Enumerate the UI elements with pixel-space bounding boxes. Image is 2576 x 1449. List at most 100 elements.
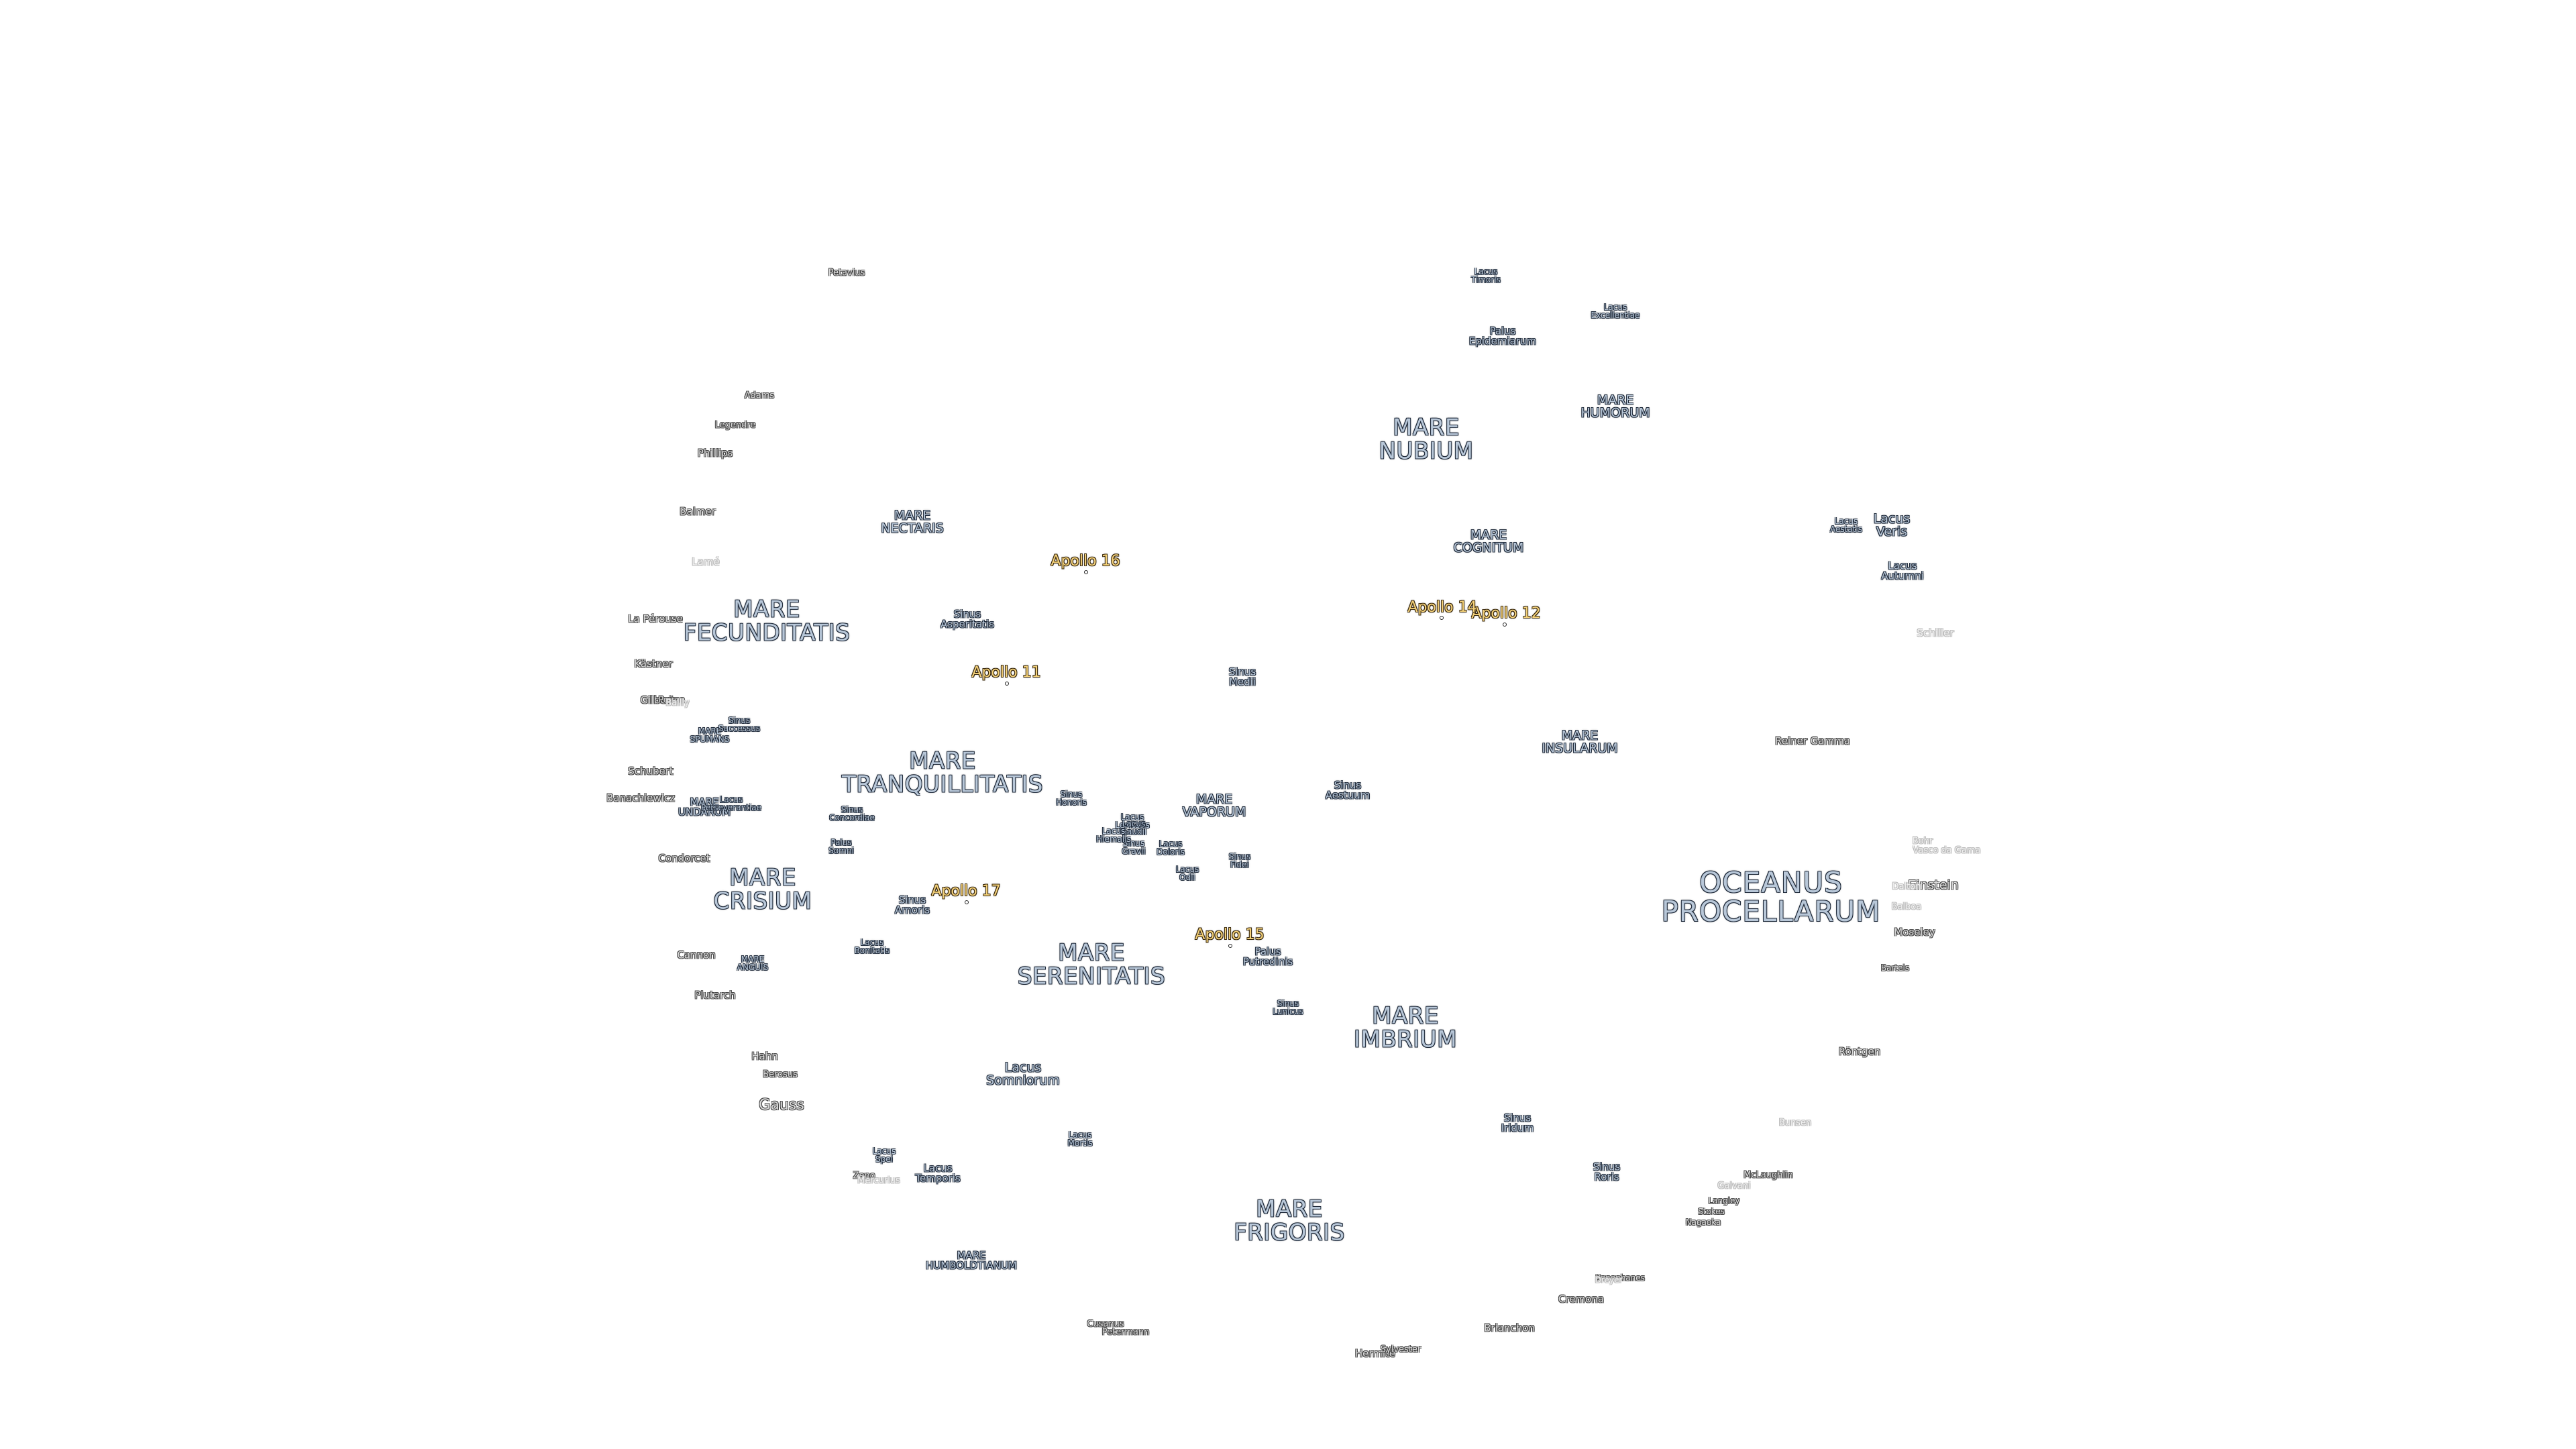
label-lacus-autumni: Lacus Autumni bbox=[1881, 559, 1924, 582]
label-mare-humorum: MARE HUMORUM bbox=[1580, 392, 1650, 421]
label-crater-bartels: Bartels bbox=[1880, 963, 1910, 973]
label-crater-moseley: Moseley bbox=[1894, 926, 1935, 938]
label-lacus-mortis: Lacus Mortis bbox=[1067, 1130, 1093, 1148]
label-sinus-amoris: Sinus Amoris bbox=[894, 894, 930, 916]
label-lacus-perseverantiae: Lacus Perseverantiae bbox=[701, 794, 761, 812]
label-crater-adams: Adams bbox=[744, 390, 775, 401]
label-lacus-somniorum: Lacus Somniorum bbox=[986, 1060, 1060, 1088]
label-sinus-iridum: Sinus Iridum bbox=[1501, 1112, 1534, 1134]
label-crater-gilbert: Gilbert bbox=[640, 694, 675, 706]
apollo-12-site-marker[interactable] bbox=[1503, 623, 1507, 627]
label-lacus-spei: Lacus Spei bbox=[872, 1146, 896, 1164]
label-crater-dreyer: Dreyer bbox=[1595, 1275, 1623, 1285]
label-sinus-asperitatis: Sinus Asperitatis bbox=[940, 608, 995, 631]
label-sinus-honoris: Sinus Honoris bbox=[1056, 789, 1087, 807]
label-mare-crisium: MARE CRISIUM bbox=[713, 864, 812, 914]
label-sinus-gravii: Sinus Gravii bbox=[1122, 838, 1146, 856]
label-crater-balboa: Balboa bbox=[1891, 902, 1922, 912]
label-crater-phillips: Phillips bbox=[697, 447, 733, 460]
label-crater-sylvester: Sylvester bbox=[1380, 1344, 1421, 1355]
label-sinus-successus: Sinus Successus bbox=[718, 715, 761, 733]
label-crater-mclaughlin: McLaughlin bbox=[1743, 1170, 1793, 1181]
label-mare-humboldtianum: MARE HUMBOLDTIANUM bbox=[926, 1249, 1017, 1272]
label-mare-fecunditatis: MARE FECUNDITATIS bbox=[683, 596, 851, 646]
label-apollo-12[interactable]: Apollo 12 bbox=[1471, 604, 1541, 622]
label-crater-mercurius: Mercurius bbox=[857, 1175, 900, 1186]
label-crater-rontgen: Röntgen bbox=[1838, 1045, 1881, 1058]
label-apollo-11[interactable]: Apollo 11 bbox=[971, 663, 1041, 681]
label-crater-schiller: Schiller bbox=[1917, 627, 1954, 639]
label-crater-balmer: Balmer bbox=[680, 505, 716, 518]
label-crater-nagaoka: Nagaoka bbox=[1685, 1217, 1721, 1227]
label-crater-gauss: Gauss bbox=[759, 1096, 804, 1114]
label-mare-tranquillitatis: MARE TRANQUILLITATIS bbox=[842, 747, 1043, 798]
label-crater-langley: Langley bbox=[1708, 1195, 1740, 1205]
label-mare-undarum: MARE UNDARUM bbox=[678, 796, 731, 818]
label-lacus-timoris: Lacus Timoris bbox=[1471, 266, 1501, 284]
label-crater-stokes: Stokes bbox=[1698, 1206, 1725, 1216]
label-lacus-temporis: Lacus Temporis bbox=[915, 1162, 961, 1185]
label-mare-frigoris: MARE FRIGORIS bbox=[1234, 1195, 1345, 1246]
label-mare-imbrium: MARE IMBRIUM bbox=[1353, 1002, 1458, 1053]
label-lacus-veris: Lacus Veris bbox=[1873, 511, 1911, 539]
label-sinus-concordiae: Sinus Concordiae bbox=[829, 804, 875, 822]
label-lacus-bonitatis: Lacus Bonitatis bbox=[854, 937, 890, 955]
label-crater-cannon: Cannon bbox=[677, 949, 716, 961]
label-crater-petermann: Petermann bbox=[1102, 1327, 1150, 1338]
label-mare-vaporum: MARE VAPORUM bbox=[1182, 792, 1246, 820]
label-lacus-hiemalis: Lacus Hiemalis bbox=[1096, 826, 1131, 844]
apollo-14-site-marker[interactable] bbox=[1440, 616, 1444, 620]
label-crater-berosus: Berosus bbox=[763, 1069, 798, 1080]
label-mare-nectaris: MARE NECTARIS bbox=[881, 508, 944, 536]
label-lacus-gaudii: Lacus Gaudii bbox=[1120, 818, 1147, 837]
label-sinus-roris: Sinus Roris bbox=[1593, 1161, 1621, 1183]
label-crater-cremona: Cremona bbox=[1558, 1293, 1605, 1305]
label-mare-nubium: MARE NUBIUM bbox=[1379, 414, 1474, 464]
label-apollo-15[interactable]: Apollo 15 bbox=[1195, 926, 1265, 943]
label-mare-cognitum: MARE COGNITUM bbox=[1453, 527, 1524, 555]
label-mare-anguis: MARE ANGUIS bbox=[737, 954, 769, 972]
apollo-11-site-marker[interactable] bbox=[1005, 682, 1009, 686]
label-crater-galvani: Galvani bbox=[1717, 1181, 1751, 1191]
label-sinus-fidei: Sinus Fidei bbox=[1228, 851, 1251, 869]
label-mare-spumans: MARE SPUMANS bbox=[690, 726, 730, 744]
label-apollo-17[interactable]: Apollo 17 bbox=[931, 882, 1001, 900]
label-crater-zeno: Zeno bbox=[853, 1171, 875, 1181]
label-lacus-aestatis: Lacus Aestatis bbox=[1830, 516, 1862, 534]
label-palus-epidemiarum: Palus Epidemiarum bbox=[1468, 325, 1537, 347]
label-crater-condorcet: Condorcet bbox=[658, 852, 710, 865]
label-crater-xenophanes: Xenophanes bbox=[1595, 1273, 1645, 1283]
label-oceanus-procellarum: OCEANUS PROCELLARUM bbox=[1661, 866, 1881, 928]
label-lacus-lenitatis: Lacus Lenitatis bbox=[1115, 812, 1150, 830]
apollo-15-site-marker[interactable] bbox=[1228, 944, 1232, 948]
label-crater-kastner: Kästner bbox=[634, 657, 673, 670]
label-crater-dalton: Dalton bbox=[1892, 881, 1921, 892]
label-crater-petavius: Petavius bbox=[828, 268, 865, 278]
label-crater-banachiewicz: Banachiewicz bbox=[606, 792, 675, 804]
label-apollo-16[interactable]: Apollo 16 bbox=[1051, 552, 1120, 570]
label-crater-la-perouse: La Pérouse bbox=[628, 612, 683, 625]
label-crater-legendre: Legendre bbox=[714, 420, 756, 431]
label-crater-plutarch: Plutarch bbox=[694, 989, 736, 1002]
label-crater-schubert: Schubert bbox=[628, 765, 674, 777]
label-sinus-medii: Sinus Medii bbox=[1228, 665, 1256, 688]
label-sinus-lunicus: Sinus Lunicus bbox=[1273, 998, 1303, 1016]
label-crater-lame: Lamé bbox=[692, 555, 720, 568]
label-crater-brianchon: Brianchon bbox=[1484, 1322, 1535, 1334]
label-crater-hermite: Hermite bbox=[1354, 1347, 1396, 1360]
label-apollo-14[interactable]: Apollo 14 bbox=[1407, 598, 1477, 616]
apollo-17-site-marker[interactable] bbox=[965, 900, 969, 904]
apollo-16-site-marker[interactable] bbox=[1084, 570, 1088, 574]
label-palus-somni: Palus Somni bbox=[828, 837, 854, 855]
label-crater-reiner-gamma: Reiner Gamma bbox=[1774, 735, 1851, 747]
label-crater-cusanus: Cusanus bbox=[1087, 1319, 1124, 1330]
label-mare-insularum: MARE INSULARUM bbox=[1542, 728, 1618, 756]
label-crater-bailly: Bailly bbox=[665, 698, 690, 708]
label-crater-peirce: Peirce bbox=[658, 695, 685, 706]
label-lacus-odii: Lacus Odii bbox=[1175, 864, 1199, 882]
label-crater-vasco-da-gama: Vasco da Gama bbox=[1913, 845, 1981, 856]
label-palus-putredinis: Palus Putredinis bbox=[1242, 945, 1293, 968]
label-crater-hahn: Hahn bbox=[751, 1050, 778, 1063]
label-mare-serenitatis: MARE SERENITATIS bbox=[1017, 939, 1166, 989]
